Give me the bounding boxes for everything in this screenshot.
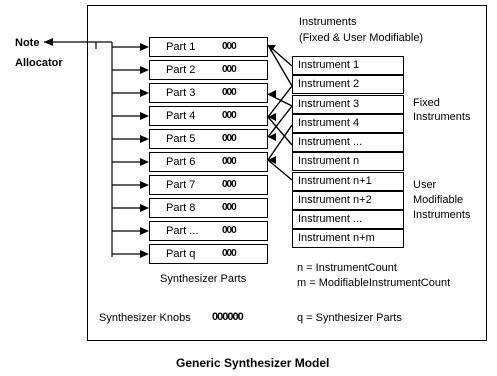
allocator-arrowhead bbox=[140, 43, 149, 51]
synth-parts-label: Synthesizer Parts bbox=[160, 273, 247, 285]
part-knobs-icon: 000 bbox=[222, 41, 237, 52]
fixed-instrument: Instrument 1 bbox=[292, 56, 404, 75]
user-instrument: Instrument n+1 bbox=[292, 172, 404, 191]
part-knobs-icon: 000 bbox=[222, 156, 237, 167]
part-label: Part 1 bbox=[166, 41, 196, 53]
arrow-to-note-label bbox=[44, 38, 53, 46]
allocator-arrowhead bbox=[140, 158, 149, 166]
part-knobs-icon: 000 bbox=[222, 248, 237, 259]
diagram-caption: Generic Synthesizer Model bbox=[176, 356, 330, 370]
allocator-arrowhead bbox=[140, 89, 149, 97]
user-group-label-1: User bbox=[413, 179, 437, 191]
allocator-arrowhead bbox=[140, 204, 149, 212]
instruments-subtitle: (Fixed & User Modifiable) bbox=[299, 32, 424, 44]
allocator-arrowhead bbox=[140, 227, 149, 235]
allocator-arrowhead bbox=[140, 181, 149, 189]
part-knobs-icon: 000 bbox=[222, 87, 237, 98]
synth-part: Part 8 000 bbox=[149, 198, 268, 218]
synth-part: Part 1 000 bbox=[149, 37, 268, 57]
allocator-arrowhead bbox=[140, 250, 149, 258]
part-label: Part 2 bbox=[166, 64, 196, 76]
instruments-title: Instruments bbox=[299, 16, 357, 28]
part-label: Part ... bbox=[166, 225, 199, 237]
fixed-instrument: Instrument n bbox=[292, 152, 404, 171]
part-knobs-icon: 000 bbox=[222, 202, 237, 213]
fixed-group-label-2: Instruments bbox=[413, 111, 471, 123]
synth-part: Part 3 000 bbox=[149, 83, 268, 103]
synth-knobs-icon: 000000 bbox=[212, 311, 244, 323]
part-knobs-icon: 000 bbox=[222, 64, 237, 75]
allocator-arrowhead bbox=[140, 66, 149, 74]
synth-part: Part q 000 bbox=[149, 244, 268, 264]
map-line bbox=[267, 44, 293, 87]
part-knobs-icon: 000 bbox=[222, 179, 237, 190]
fixed-instrument: Instrument 4 bbox=[292, 114, 404, 133]
user-group-label-3: Instruments bbox=[413, 209, 471, 221]
fixed-instrument: Instrument ... bbox=[292, 133, 404, 152]
synth-part: Part 5 000 bbox=[149, 129, 268, 149]
fixed-group-label-1: Fixed bbox=[413, 97, 440, 109]
synth-part: Part 2 000 bbox=[149, 60, 268, 80]
part-label: Part 3 bbox=[166, 87, 196, 99]
fixed-instrument: Instrument 2 bbox=[292, 75, 404, 94]
allocator-label: Allocator bbox=[15, 57, 63, 69]
part-label: Part q bbox=[166, 248, 196, 260]
synth-part: Part ... 000 bbox=[149, 221, 268, 241]
allocator-arrowhead bbox=[140, 135, 149, 143]
part-label: Part 5 bbox=[166, 133, 196, 145]
legend-q: q = Synthesizer Parts bbox=[297, 312, 402, 324]
legend-m: m = ModifiableInstrumentCount bbox=[297, 277, 451, 289]
part-label: Part 6 bbox=[166, 156, 196, 168]
synth-part: Part 6 000 bbox=[149, 152, 268, 172]
synth-knobs-label: Synthesizer Knobs bbox=[99, 312, 191, 324]
part-label: Part 4 bbox=[166, 110, 196, 122]
part-label: Part 7 bbox=[166, 179, 196, 191]
user-group-label-2: Modifiable bbox=[413, 194, 464, 206]
synth-model-frame bbox=[87, 5, 487, 341]
user-instrument: Instrument n+2 bbox=[292, 191, 404, 210]
fixed-instrument: Instrument 3 bbox=[292, 95, 404, 114]
note-label: Note bbox=[15, 37, 40, 49]
legend-n: n = InstrumentCount bbox=[297, 262, 397, 274]
synth-part: Part 7 000 bbox=[149, 175, 268, 195]
allocator-arrowhead bbox=[140, 112, 149, 120]
part-knobs-icon: 000 bbox=[222, 110, 237, 121]
part-label: Part 8 bbox=[166, 202, 196, 214]
part-knobs-icon: 000 bbox=[222, 133, 237, 144]
part-knobs-icon: 000 bbox=[222, 225, 237, 236]
user-instrument: Instrument ... bbox=[292, 210, 404, 229]
synth-part: Part 4 000 bbox=[149, 106, 268, 126]
user-instrument: Instrument n+m bbox=[292, 229, 404, 248]
